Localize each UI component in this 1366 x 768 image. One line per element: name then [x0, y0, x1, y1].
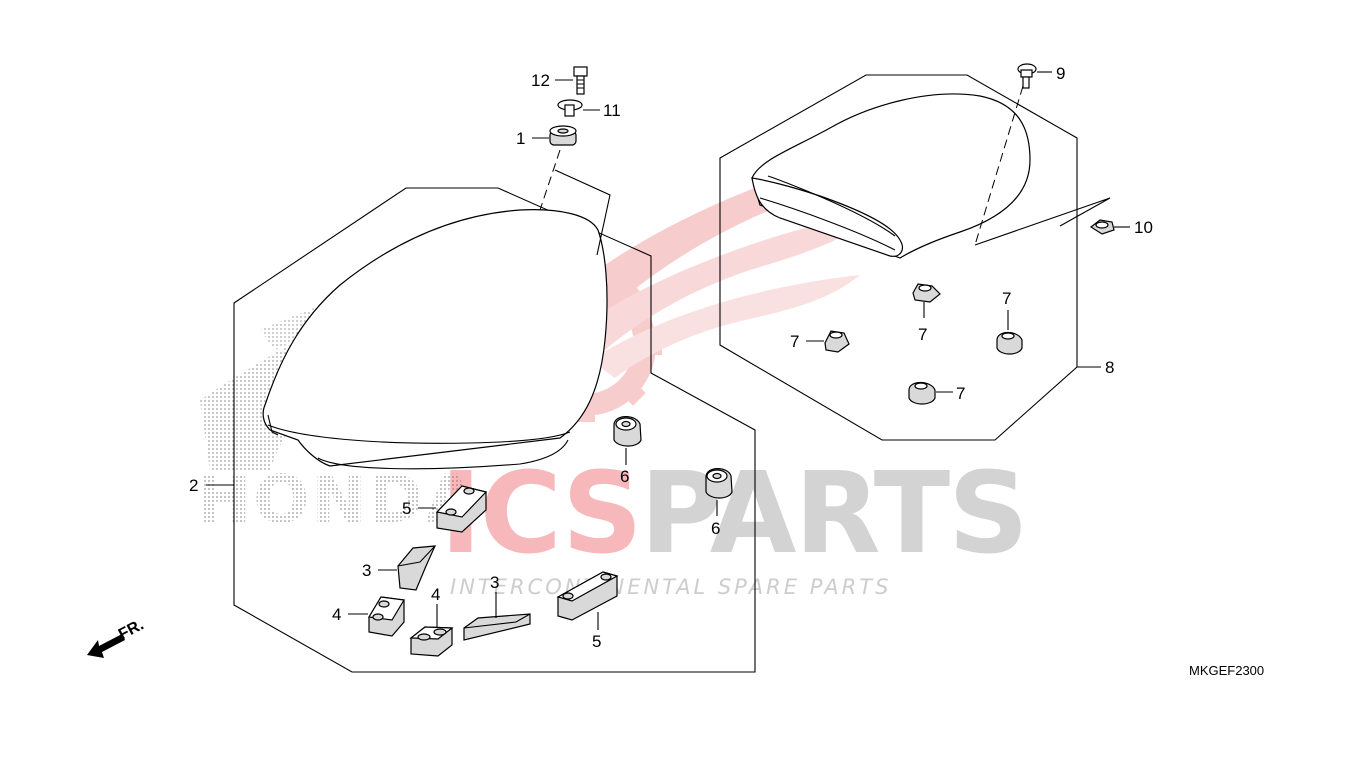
brand-tagline: INTERCONTINENTAL SPARE PARTS	[450, 575, 891, 599]
callout-8: 8	[1105, 358, 1114, 377]
callout-5a: 5	[402, 499, 411, 518]
cushion-6a	[613, 416, 642, 447]
honda-watermark-text: HONDA	[196, 461, 478, 538]
callout-9: 9	[1056, 64, 1065, 83]
cushion-7b	[824, 330, 850, 353]
callout-7c: 7	[1002, 289, 1011, 308]
callout-4b: 4	[431, 585, 440, 604]
ics-parts-brand: ICS PARTS INTERCONTINENTAL SPARE PARTS	[440, 449, 1029, 599]
cushion-7a	[912, 283, 941, 303]
pad-3a	[397, 545, 436, 591]
callout-2: 2	[189, 476, 198, 495]
callout-1: 1	[516, 129, 525, 148]
rider-seat	[262, 209, 608, 467]
bolt-12	[573, 66, 588, 95]
callout-3b: 3	[490, 573, 499, 592]
grommet-1	[549, 125, 577, 146]
block-4b	[409, 626, 454, 657]
diagram-code: MKGEF2300	[1189, 663, 1264, 678]
rubber-block-5a	[435, 485, 488, 533]
front-arrow-icon	[87, 634, 125, 658]
pillion-seat-assembly: 9 10 7 7 7 7	[719, 63, 1153, 441]
cushion-7d	[908, 381, 936, 405]
rider-seat-group-outline	[233, 187, 756, 673]
callout-7d: 7	[956, 384, 965, 403]
pad-3b	[463, 613, 531, 641]
rubber-block-5b	[556, 571, 619, 621]
block-4a	[368, 596, 405, 637]
callout-4a: 4	[332, 605, 341, 624]
rider-seat-assembly: 12 11 1 2 6 6	[189, 66, 756, 673]
brand-parts: PARTS	[640, 449, 1027, 579]
callout-7a: 7	[918, 325, 927, 344]
callout-5b: 5	[592, 632, 601, 651]
callout-10: 10	[1134, 218, 1153, 237]
callout-6a: 6	[620, 467, 629, 486]
cushion-7c	[996, 331, 1023, 355]
callout-3a: 3	[362, 561, 371, 580]
callout-7b: 7	[790, 332, 799, 351]
callout-12: 12	[531, 71, 550, 90]
collar-11	[557, 99, 583, 117]
callout-6b: 6	[711, 519, 720, 538]
bolt-9	[1017, 63, 1037, 89]
washer-10	[1089, 219, 1115, 235]
cushion-6b	[705, 468, 733, 499]
callout-11: 11	[603, 101, 621, 120]
front-direction-indicator: FR.	[87, 616, 147, 658]
